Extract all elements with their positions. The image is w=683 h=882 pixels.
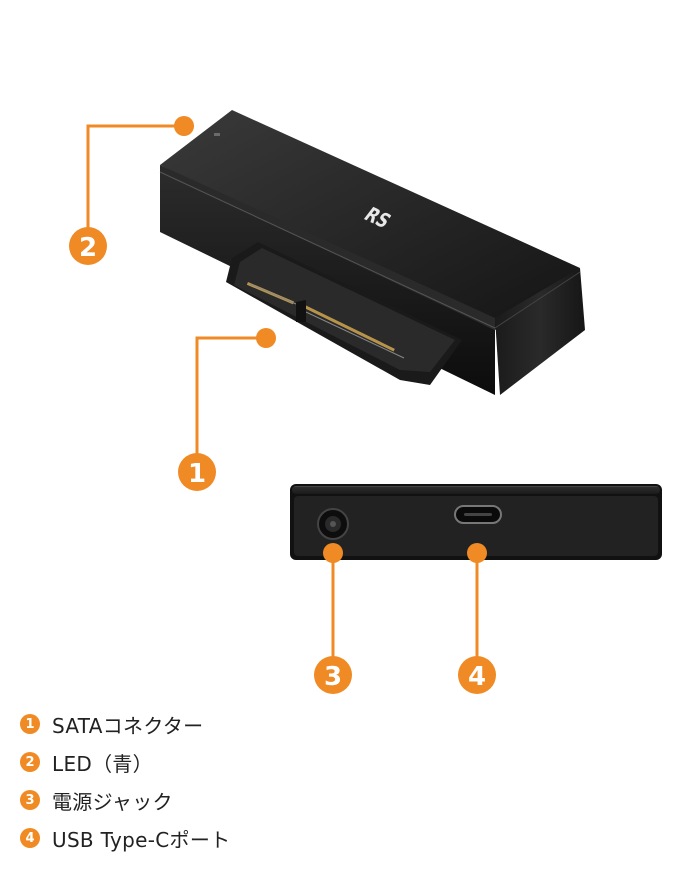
power-jack [317,508,349,540]
svg-text:4: 4 [468,662,486,692]
legend: 1 SATAコネクター 2 LED（青） 3 電源ジャック 4 USB Type… [20,705,420,857]
legend-label: 電源ジャック [52,789,173,814]
callout-badge-1: 1 [178,453,216,491]
legend-label: SATAコネクター [52,713,204,738]
svg-text:1: 1 [188,459,206,489]
callout-lines [86,124,479,658]
legend-item: 1 SATAコネクター [20,705,420,743]
legend-item: 2 LED（青） [20,743,420,781]
callout-badge-4: 4 [458,656,496,694]
legend-item: 3 電源ジャック [20,781,420,819]
callout-badge-2: 2 [69,227,107,265]
legend-number-badge: 1 [20,714,40,734]
legend-item: 4 USB Type-Cポート [20,819,420,857]
callout-dots [174,116,487,563]
legend-number-badge: 3 [20,790,40,810]
legend-label: USB Type-Cポート [52,827,231,852]
svg-text:3: 3 [324,662,342,692]
led-indicator [214,133,220,136]
callout-badge-3: 3 [314,656,352,694]
adapter-end-view [290,484,662,560]
legend-number-badge: 4 [20,828,40,848]
sata-connector [226,242,462,385]
legend-label: LED（青） [52,751,153,776]
legend-number-badge: 2 [20,752,40,772]
svg-text:2: 2 [79,233,97,263]
usb-c-port [454,505,502,524]
